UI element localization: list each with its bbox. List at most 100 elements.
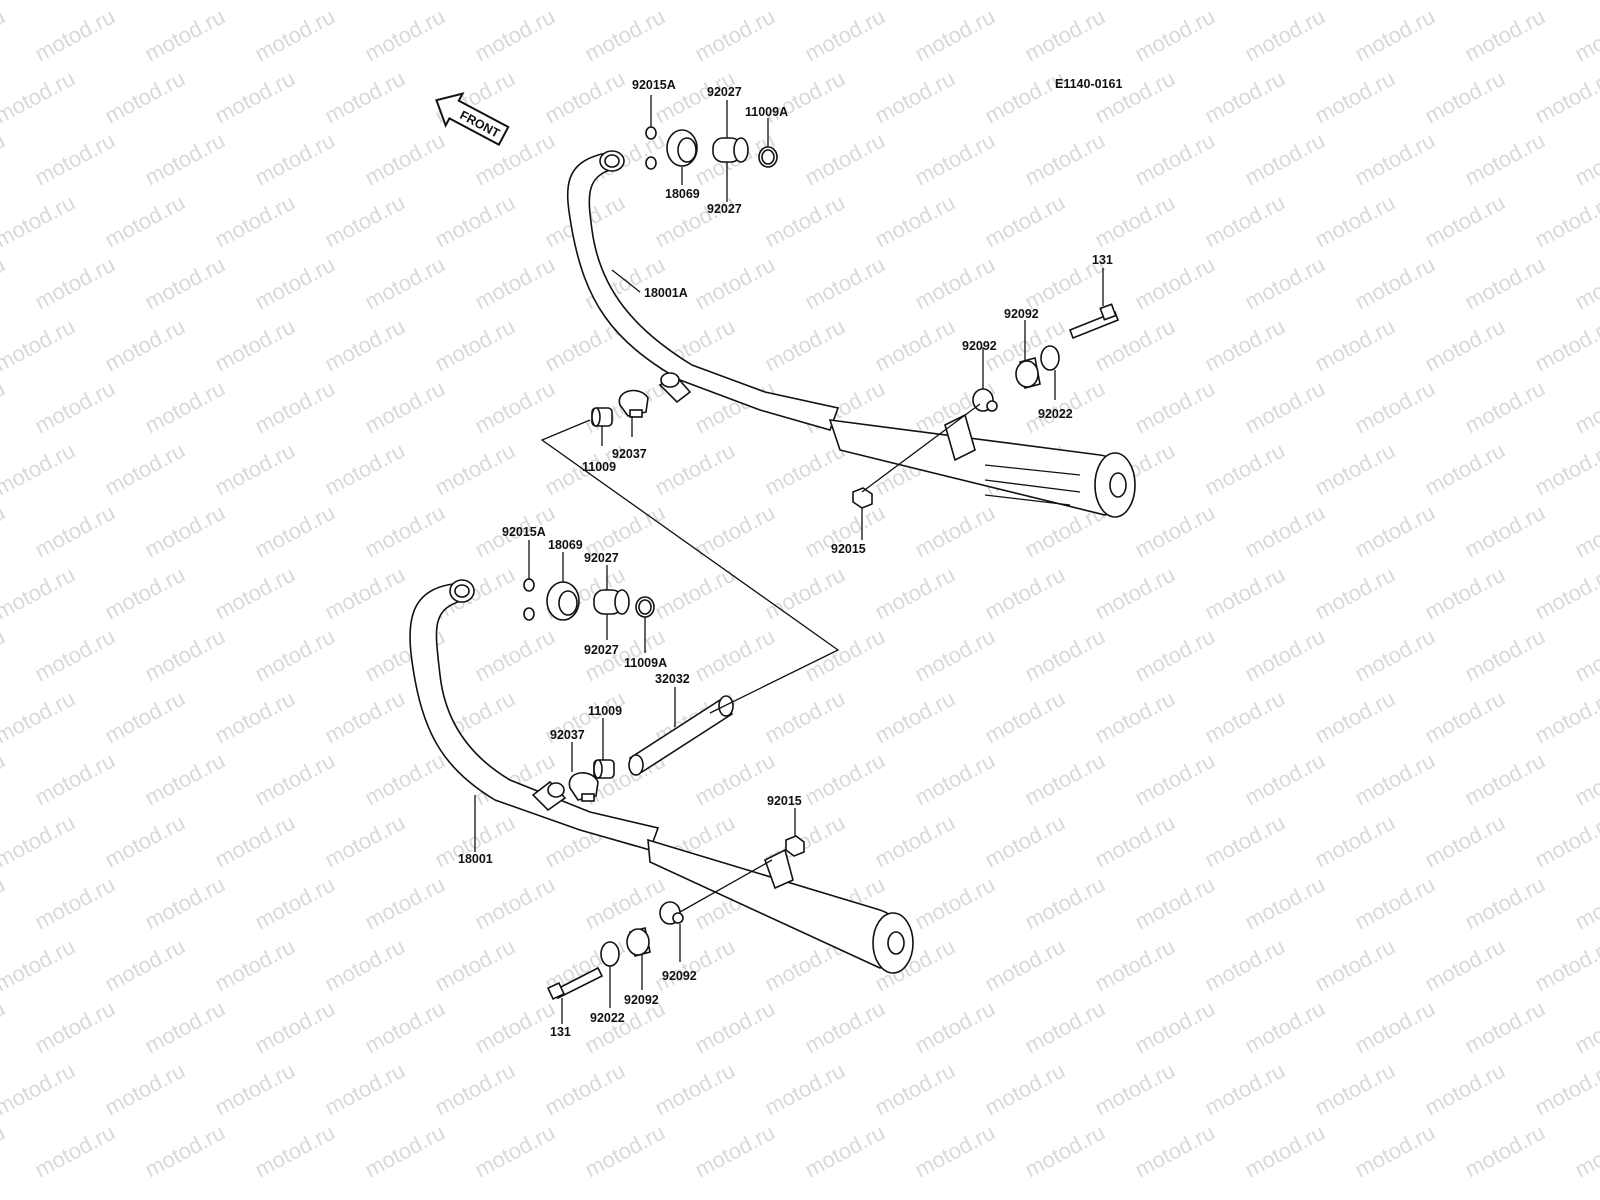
lower-collar-92027 bbox=[593, 589, 630, 615]
watermark-text: motod.ru bbox=[0, 1120, 9, 1183]
watermark-text: motod.ru bbox=[1311, 66, 1399, 129]
watermark-text: motod.ru bbox=[361, 996, 449, 1059]
watermark-text: motod.ru bbox=[1131, 252, 1219, 315]
watermark-text: motod.ru bbox=[321, 0, 409, 4]
watermark-text: motod.ru bbox=[1311, 562, 1399, 625]
watermark-text: motod.ru bbox=[321, 438, 409, 501]
watermark-text: motod.ru bbox=[101, 810, 189, 873]
lower-ring-11009A bbox=[635, 596, 655, 618]
watermark-text: motod.ru bbox=[1131, 624, 1219, 687]
watermark-text: motod.ru bbox=[31, 748, 119, 811]
watermark-text: motod.ru bbox=[691, 748, 779, 811]
watermark-text: motod.ru bbox=[361, 128, 449, 191]
watermark-text: motod.ru bbox=[1311, 314, 1399, 377]
lower-gasket-11009 bbox=[593, 759, 615, 779]
watermark-text: motod.ru bbox=[0, 934, 79, 997]
watermark-text: motod.ru bbox=[1351, 4, 1439, 67]
watermark-text: motod.ru bbox=[801, 252, 889, 315]
watermark-text: motod.ru bbox=[0, 66, 79, 129]
watermark-text: motod.ru bbox=[211, 934, 299, 997]
watermark-text: motod.ru bbox=[0, 1058, 79, 1121]
watermark-text: motod.ru bbox=[1311, 1058, 1399, 1121]
watermark-text: motod.ru bbox=[911, 872, 999, 935]
watermark-text: motod.ru bbox=[471, 376, 559, 439]
watermark-text: motod.ru bbox=[1571, 4, 1600, 67]
watermark-text: motod.ru bbox=[1201, 934, 1289, 997]
watermark-text: motod.ru bbox=[1571, 1120, 1600, 1183]
watermark-text: motod.ru bbox=[1091, 934, 1179, 997]
watermark-text: motod.ru bbox=[1241, 996, 1329, 1059]
watermark-text: motod.ru bbox=[251, 128, 339, 191]
upper-ring-11009A bbox=[758, 146, 778, 168]
label-lower-131: 131 bbox=[550, 1025, 571, 1039]
watermark-text: motod.ru bbox=[471, 252, 559, 315]
watermark-text: motod.ru bbox=[0, 872, 9, 935]
watermark-text: motod.ru bbox=[801, 748, 889, 811]
watermark-text: motod.ru bbox=[1421, 314, 1509, 377]
lower-bolt-131 bbox=[546, 966, 604, 1001]
watermark-text: motod.ru bbox=[31, 996, 119, 1059]
watermark-text: motod.ru bbox=[321, 934, 409, 997]
watermark-text: motod.ru bbox=[1531, 190, 1600, 253]
watermark-text: motod.ru bbox=[871, 66, 959, 129]
lower-washer-92022 bbox=[600, 941, 620, 967]
watermark-text: motod.ru bbox=[431, 438, 519, 501]
watermark-text: motod.ru bbox=[1131, 128, 1219, 191]
watermark-text: motod.ru bbox=[1461, 996, 1549, 1059]
watermark-text: motod.ru bbox=[1021, 128, 1109, 191]
watermark-text: motod.ru bbox=[0, 748, 9, 811]
watermark-text: motod.ru bbox=[1201, 314, 1289, 377]
watermark-text: motod.ru bbox=[251, 872, 339, 935]
watermark-text: motod.ru bbox=[141, 748, 229, 811]
watermark-text: motod.ru bbox=[141, 872, 229, 935]
watermark-text: motod.ru bbox=[541, 0, 629, 4]
watermark-text: motod.ru bbox=[1311, 0, 1399, 4]
watermark-text: motod.ru bbox=[0, 686, 79, 749]
watermark-text: motod.ru bbox=[141, 624, 229, 687]
watermark-text: motod.ru bbox=[1461, 624, 1549, 687]
label-lower-18069: 18069 bbox=[548, 538, 583, 552]
watermark-text: motod.ru bbox=[31, 872, 119, 935]
watermark-text: motod.ru bbox=[1021, 1120, 1109, 1183]
watermark-text: motod.ru bbox=[211, 1058, 299, 1121]
watermark-text: motod.ru bbox=[361, 500, 449, 563]
watermark-text: motod.ru bbox=[981, 562, 1069, 625]
watermark-text: motod.ru bbox=[651, 934, 739, 997]
watermark-text: motod.ru bbox=[0, 996, 9, 1059]
watermark-text: motod.ru bbox=[1351, 252, 1439, 315]
upper-gasket-11009 bbox=[591, 407, 613, 427]
label-lower-32032: 32032 bbox=[655, 672, 690, 686]
watermark-text: motod.ru bbox=[981, 0, 1069, 4]
watermark-text: motod.ru bbox=[0, 438, 79, 501]
watermark-text: motod.ru bbox=[1241, 748, 1329, 811]
watermark-text: motod.ru bbox=[1531, 686, 1600, 749]
watermark-text: motod.ru bbox=[1531, 0, 1600, 4]
watermark-text: motod.ru bbox=[1131, 500, 1219, 563]
watermark-text: motod.ru bbox=[761, 0, 849, 4]
watermark-text: motod.ru bbox=[1351, 1120, 1439, 1183]
watermark-text: motod.ru bbox=[471, 872, 559, 935]
watermark-text: motod.ru bbox=[141, 252, 229, 315]
watermark-text: motod.ru bbox=[1531, 562, 1600, 625]
watermark-text: motod.ru bbox=[1421, 438, 1509, 501]
watermark-text: motod.ru bbox=[651, 1058, 739, 1121]
watermark-text: motod.ru bbox=[211, 190, 299, 253]
watermark-text: motod.ru bbox=[871, 562, 959, 625]
watermark-text: motod.ru bbox=[0, 314, 79, 377]
watermark-text: motod.ru bbox=[431, 0, 519, 4]
watermark-text: motod.ru bbox=[251, 376, 339, 439]
watermark-text: motod.ru bbox=[761, 190, 849, 253]
watermark-text: motod.ru bbox=[361, 4, 449, 67]
watermark-text: motod.ru bbox=[981, 1058, 1069, 1121]
watermark-text: motod.ru bbox=[31, 376, 119, 439]
watermark-text: motod.ru bbox=[251, 624, 339, 687]
diagram-code: E1140-0161 bbox=[1055, 77, 1122, 91]
watermark-text: motod.ru bbox=[1351, 376, 1439, 439]
label-upper-92037: 92037 bbox=[612, 447, 647, 461]
watermark-text: motod.ru bbox=[911, 4, 999, 67]
watermark-text: motod.ru bbox=[581, 1120, 669, 1183]
watermark-text: motod.ru bbox=[321, 562, 409, 625]
watermark-text: motod.ru bbox=[361, 252, 449, 315]
lower-bolt-cap-nuts bbox=[523, 578, 535, 621]
watermark-text: motod.ru bbox=[1091, 810, 1179, 873]
